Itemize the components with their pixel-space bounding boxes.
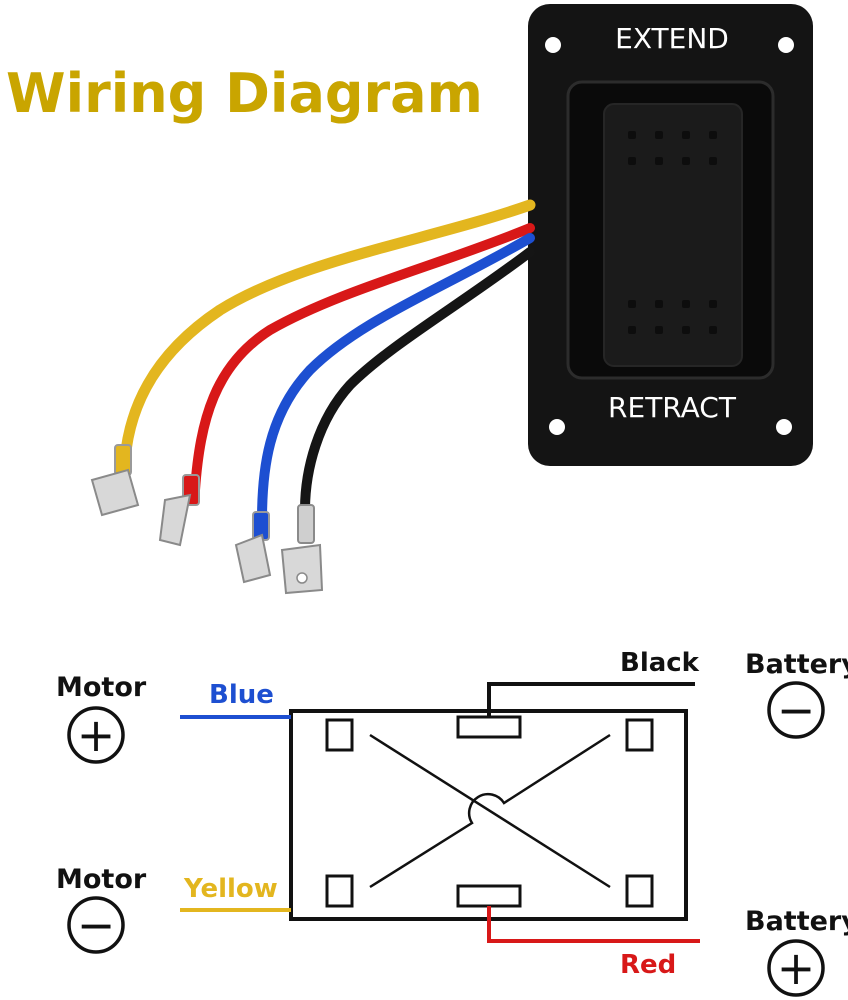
wire-label-red: Red (620, 950, 676, 980)
red-wire-line (487, 906, 700, 943)
cross-line-a (369, 733, 611, 889)
black-wire (300, 247, 535, 515)
rocker-switch-photo: EXTEND RETRACT (90, 4, 813, 595)
minus-icon (767, 681, 825, 739)
symbol-motor-positive: + (77, 708, 116, 762)
spade-connector-icon (234, 511, 272, 584)
spade-connector-icon (158, 474, 200, 547)
terminal-top-center (456, 715, 522, 739)
symbol-battery-positive: + (777, 941, 816, 995)
terminal-top-right (625, 718, 654, 752)
label-battery-positive: Battery (745, 906, 848, 937)
mount-hole-icon (545, 37, 561, 53)
label-motor-negative: Motor (56, 864, 147, 895)
terminal-bottom-left (325, 874, 354, 908)
label-battery-negative: Battery (745, 649, 848, 680)
mount-hole-icon (776, 419, 792, 435)
switch-label-extend: EXTEND (615, 22, 729, 55)
wire-label-yellow: Yellow (183, 874, 278, 904)
plus-icon (67, 706, 125, 764)
plus-icon (767, 939, 825, 997)
terminal-bottom-right (625, 874, 654, 908)
switch-label-retract: RETRACT (608, 391, 737, 424)
terminal-bottom-center (456, 884, 522, 908)
mount-hole-icon (549, 419, 565, 435)
mount-hole-icon (778, 37, 794, 53)
terminal-top-left (325, 718, 354, 752)
rocker-grip-dots (628, 131, 717, 334)
yellow-wire (119, 199, 536, 466)
black-wire-line (487, 682, 695, 717)
symbol-battery-negative: − (777, 683, 816, 737)
cross-line-b (369, 733, 611, 889)
blue-wire (257, 233, 535, 525)
spade-connector-icon (280, 504, 324, 595)
minus-icon (67, 896, 125, 954)
red-wire (190, 223, 535, 495)
spade-connector-icon (90, 444, 140, 517)
label-motor-positive: Motor (56, 672, 147, 703)
diagram-title: Wiring Diagram (6, 62, 483, 125)
rocker-button (603, 103, 743, 367)
wire-label-black: Black (620, 648, 700, 678)
symbol-motor-negative: − (77, 898, 116, 952)
schematic: Blue Yellow Black Red Motor + Motor − Ba… (56, 648, 848, 997)
wire-label-blue: Blue (209, 680, 274, 710)
